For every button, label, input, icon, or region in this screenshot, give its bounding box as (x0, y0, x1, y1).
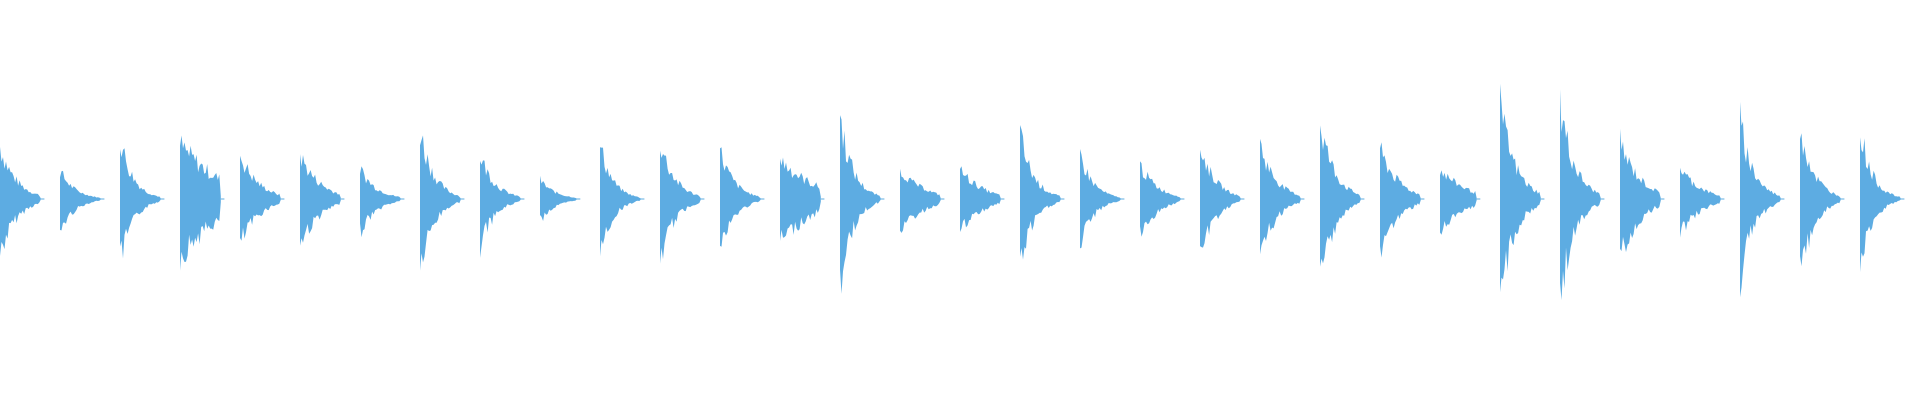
waveform-burst-shape (720, 147, 761, 247)
waveform-tail (1600, 198, 1605, 200)
waveform-tail (1840, 198, 1845, 200)
waveform-tail (1476, 198, 1481, 200)
waveform-tail (40, 198, 45, 200)
waveform-tail (820, 198, 825, 200)
waveform-burst-shape (1800, 133, 1841, 267)
waveform-tail (576, 198, 581, 200)
waveform-tail (520, 198, 525, 200)
waveform-tail (280, 198, 285, 200)
waveform-burst-shape (600, 147, 641, 257)
waveform-burst-shape (60, 170, 101, 231)
waveform-tail (1000, 198, 1005, 200)
waveform-burst (600, 147, 645, 257)
waveform-burst (660, 150, 705, 264)
waveform-burst (1320, 125, 1365, 267)
waveform-tail (1780, 198, 1785, 200)
waveform-burst-shape (480, 160, 521, 258)
waveform-tail (1540, 198, 1545, 200)
waveform-tail (100, 198, 105, 200)
waveform-burst (900, 168, 945, 233)
waveform-burst (960, 166, 1005, 232)
waveform-burst-shape (1260, 138, 1301, 255)
waveform-burst-shape (1320, 125, 1361, 267)
waveform-burst-shape (1200, 149, 1241, 248)
waveform-burst (1440, 170, 1481, 235)
waveform-burst-shape (120, 148, 161, 259)
waveform-tail (340, 198, 345, 200)
waveform-burst (180, 135, 225, 271)
waveform-burst-shape (1020, 125, 1061, 260)
waveform-burst-shape (180, 135, 221, 271)
waveform-tail (1420, 198, 1425, 200)
waveform-burst-shape (1620, 128, 1661, 253)
waveform-tail (880, 198, 885, 200)
waveform-burst (1500, 83, 1545, 293)
waveform-tail (760, 198, 765, 200)
waveform-burst-shape (1860, 137, 1901, 273)
waveform-tail (1300, 198, 1305, 200)
waveform-burst-shape (1140, 161, 1181, 237)
waveform-tail (1060, 198, 1065, 200)
waveform-burst-shape (1680, 167, 1721, 238)
waveform-tail (1900, 198, 1905, 200)
waveform-burst (1260, 138, 1305, 255)
waveform-tail (1240, 198, 1245, 200)
waveform-burst-shape (960, 166, 1001, 232)
waveform-burst (1860, 137, 1905, 273)
waveform-burst (720, 147, 765, 247)
waveform-burst (1200, 149, 1245, 248)
waveform-burst-shape (1740, 101, 1781, 298)
waveform-burst-shape (780, 157, 821, 241)
waveform-tail (1180, 198, 1185, 200)
waveform-burst (1800, 133, 1845, 267)
waveform-tail (460, 198, 465, 200)
waveform-burst (540, 175, 581, 221)
waveform-burst-shape (660, 150, 701, 264)
waveform-tail (640, 198, 645, 200)
waveform-burst (1020, 125, 1065, 260)
waveform-burst-shape (240, 155, 281, 241)
waveform-burst (780, 157, 825, 241)
waveform-burst-shape (1080, 149, 1121, 249)
waveform-burst-shape (900, 168, 941, 233)
waveform-burst-shape (300, 154, 341, 246)
waveform-tail (400, 198, 405, 200)
waveform-burst-shape (360, 166, 401, 238)
waveform-burst (0, 146, 45, 256)
waveform-burst (420, 135, 465, 271)
waveform-burst-shape (840, 115, 881, 294)
waveform-tail (940, 198, 945, 200)
waveform-burst (1680, 167, 1725, 238)
waveform-burst-shape (1560, 89, 1601, 301)
waveform-burst-shape (420, 135, 461, 271)
waveform-burst-shape (1500, 83, 1541, 293)
waveform-burst (840, 115, 885, 294)
waveform-tail (1360, 198, 1365, 200)
waveform-burst (1740, 101, 1785, 298)
waveform-burst (1080, 149, 1125, 249)
waveform-burst (1560, 89, 1605, 301)
waveform-tail (1660, 198, 1665, 200)
waveform-tail (160, 198, 165, 200)
waveform-burst (1380, 142, 1425, 258)
waveform-burst (1620, 128, 1665, 253)
waveform-burst (480, 160, 525, 258)
waveform-burst (1140, 161, 1185, 237)
waveform-tail (220, 198, 225, 200)
waveform-tail (1120, 198, 1125, 200)
waveform-tail (1720, 198, 1725, 200)
waveform-burst (360, 166, 405, 238)
waveform-burst-shape (540, 175, 577, 221)
waveform-burst-shape (1440, 170, 1477, 235)
waveform-burst-shape (0, 146, 41, 256)
waveform-burst (120, 148, 165, 259)
waveform-tail (700, 198, 705, 200)
waveform-burst (60, 170, 105, 231)
waveform-burst (240, 155, 285, 241)
waveform-burst (300, 154, 345, 246)
waveform-burst-shape (1380, 142, 1421, 258)
